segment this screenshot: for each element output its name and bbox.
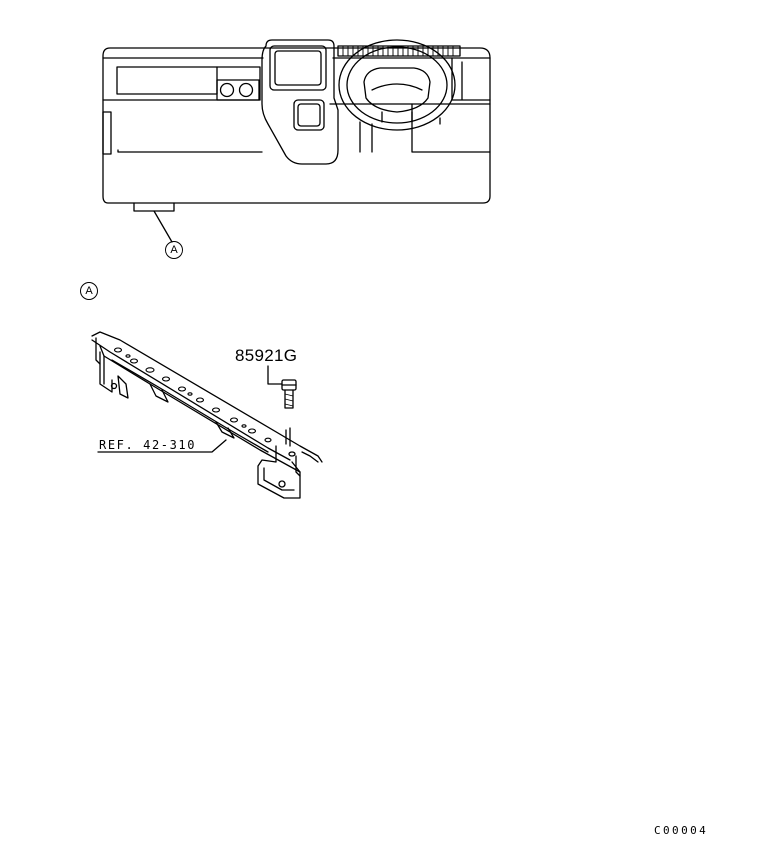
dashboard-foot bbox=[133, 202, 175, 212]
steering-wheel bbox=[338, 39, 456, 131]
center-console bbox=[261, 39, 339, 165]
part-number: 85921G bbox=[235, 346, 298, 365]
part-number-leader bbox=[267, 365, 283, 385]
bolt-icon bbox=[281, 379, 297, 409]
vent-left-icon bbox=[219, 82, 235, 98]
steering-column bbox=[359, 117, 441, 153]
callout-leader bbox=[153, 210, 173, 243]
callout-a-label: A bbox=[170, 243, 178, 256]
detail-a-marker: A bbox=[80, 282, 98, 300]
reference-leader bbox=[97, 439, 227, 453]
vent-right-icon bbox=[238, 82, 254, 98]
dashboard-middle-line bbox=[102, 99, 491, 105]
dashboard-outline bbox=[102, 47, 491, 204]
reference-number: REF. 42-310 bbox=[99, 438, 197, 452]
instrument-grille bbox=[337, 45, 461, 57]
crossmember-bracket bbox=[91, 331, 323, 499]
glovebox bbox=[116, 66, 218, 95]
callout-a-marker: A bbox=[165, 241, 183, 259]
figure-code: C00004 bbox=[654, 824, 709, 837]
display-screen bbox=[269, 45, 327, 91]
dashboard-illustration bbox=[102, 39, 491, 243]
detail-a-label: A bbox=[85, 284, 93, 297]
console-switch bbox=[293, 99, 325, 131]
